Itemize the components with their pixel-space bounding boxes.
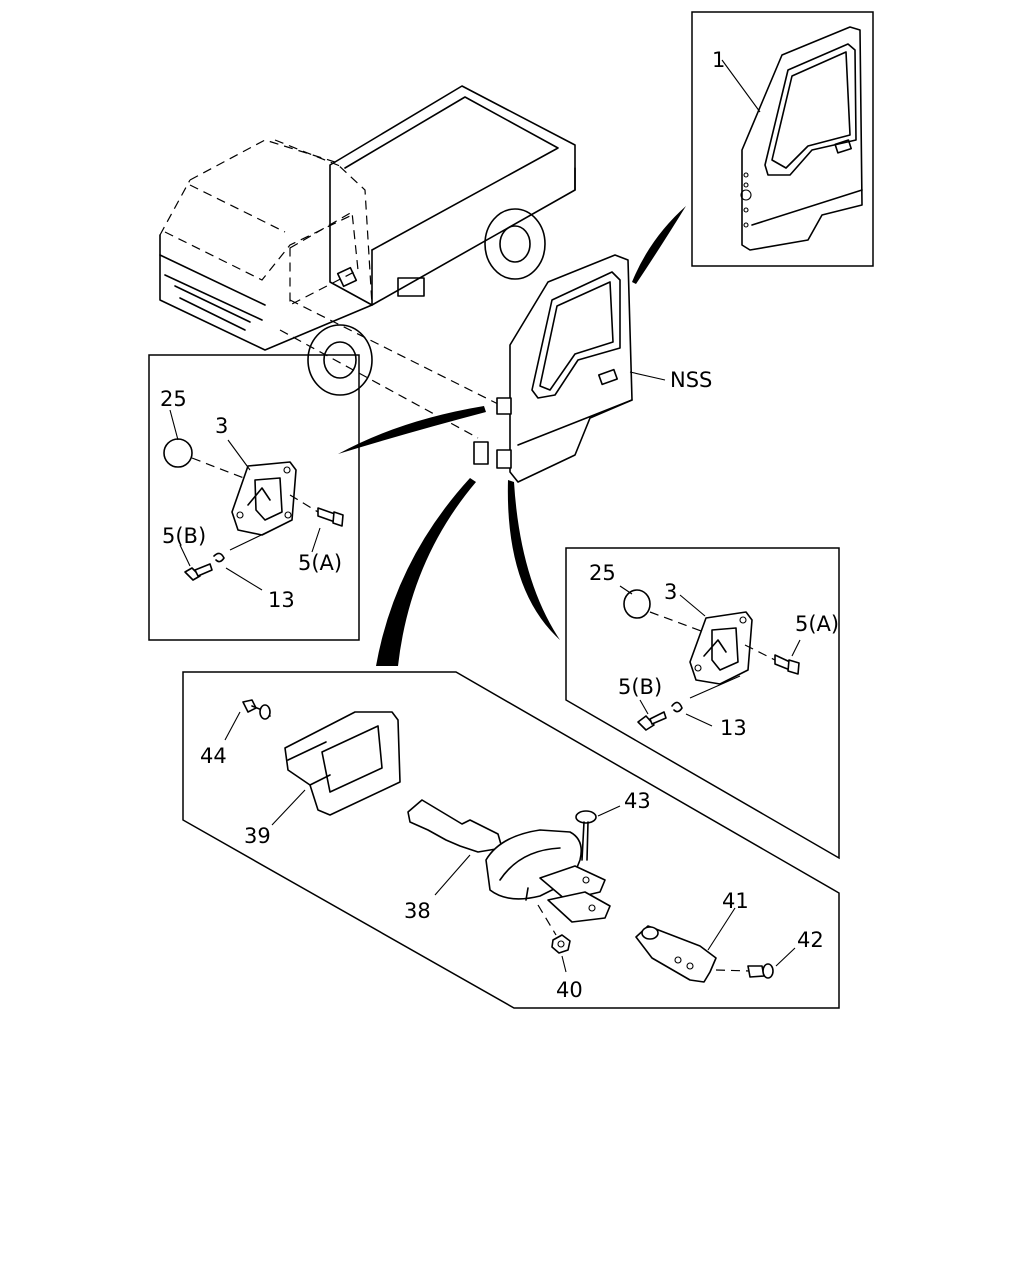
lower-label-40: 40: [556, 978, 583, 1002]
callout-arrow-right: [507, 480, 560, 640]
detail-box-upper-hinge: [148, 354, 360, 641]
lower-label-44: 44: [200, 744, 227, 768]
lower-label-42: 42: [797, 928, 824, 952]
door-assembly-nss: NSS: [473, 254, 712, 483]
upper-hinge-assembly: 25 3 5(A) 5(B) 13: [160, 387, 344, 612]
callout-arrow-left: [338, 406, 486, 454]
lower-label-41: 41: [722, 889, 749, 913]
left-label-5a: 5(A): [298, 551, 342, 575]
lower-hinge-assembly: 25 3 5(A) 5(B) 13: [589, 561, 839, 740]
detail-box-lower-hinge: [565, 547, 840, 860]
label-nss: NSS: [670, 368, 712, 392]
detail-box-door-shell: [691, 11, 874, 267]
left-label-13: 13: [268, 588, 295, 612]
left-label-3: 3: [215, 414, 228, 438]
right-label-25: 25: [589, 561, 616, 585]
lower-label-43: 43: [624, 789, 651, 813]
left-label-5b: 5(B): [162, 524, 206, 548]
label-part-1: 1: [712, 48, 725, 72]
right-label-5b: 5(B): [618, 675, 662, 699]
lower-label-38: 38: [404, 899, 431, 923]
right-label-13: 13: [720, 716, 747, 740]
right-label-3: 3: [664, 580, 677, 604]
left-label-25: 25: [160, 387, 187, 411]
door-shell-part-1: 1: [712, 26, 863, 251]
lower-label-39: 39: [244, 824, 271, 848]
detail-box-door-check: [182, 671, 840, 1009]
door-check-assembly: 44 39 38 43 40 41: [200, 699, 824, 1002]
callout-arrow-top: [632, 206, 686, 284]
callout-arrow-bottom: [376, 478, 476, 666]
right-label-5a: 5(A): [795, 612, 839, 636]
